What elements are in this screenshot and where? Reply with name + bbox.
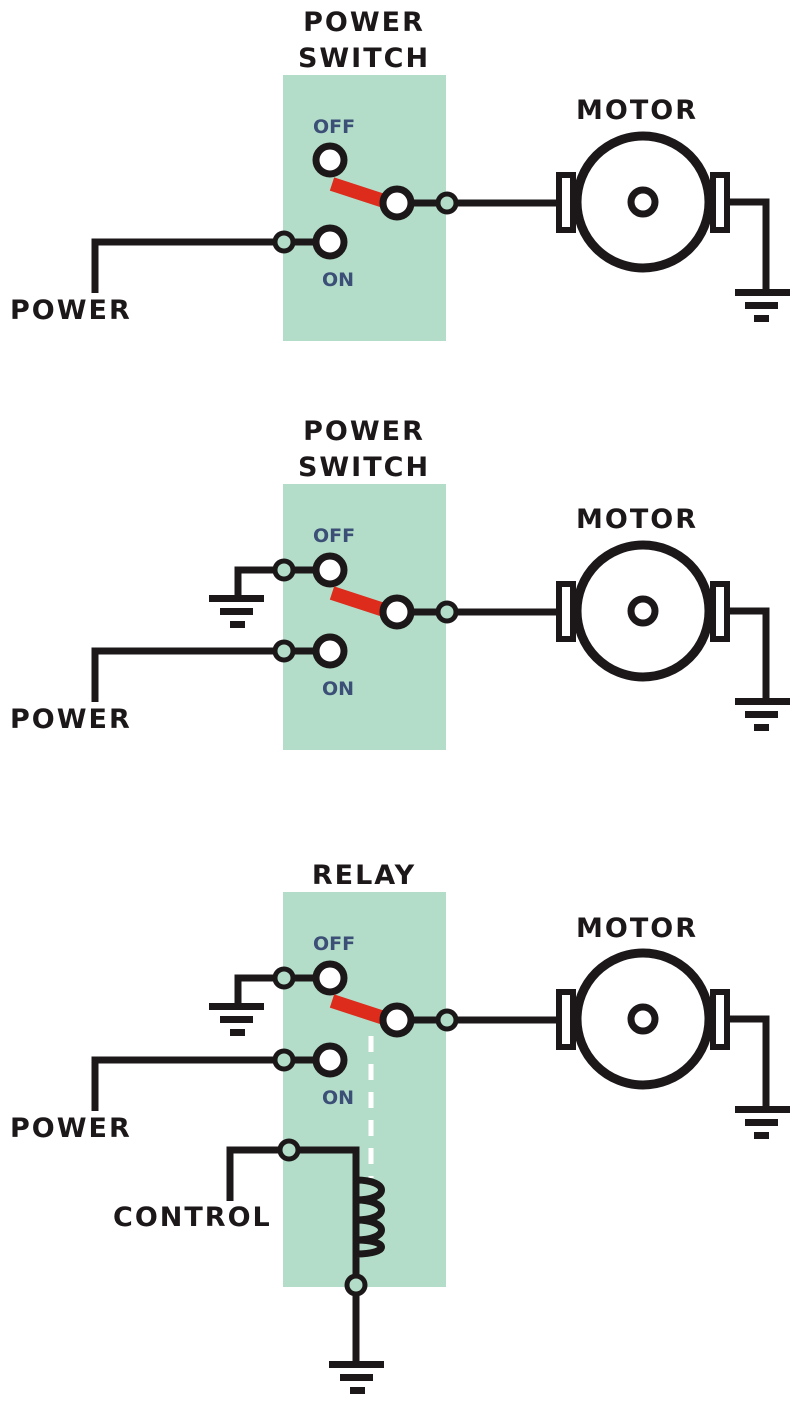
off-terminal [272,966,296,990]
control-label: CONTROL [113,1202,272,1233]
switch-box [283,75,446,341]
power-terminal [272,230,296,254]
on-contact [312,633,348,669]
relay-title: RELAY [312,860,416,891]
motor-brush-right [710,989,730,1050]
ground-icon [735,1106,790,1139]
relay-coil [352,1176,385,1262]
motor-shaft [627,186,659,218]
relay-box [283,892,446,1287]
switch-box [283,484,446,750]
control-wire [226,1146,281,1201]
control-terminal [277,1138,301,1162]
switch-title-line-1: POWER [303,416,425,447]
power-wire [91,238,283,293]
coil-top-lead [298,1146,360,1180]
switch-title-line-2: SWITCH [298,43,430,74]
power-terminal [272,1048,296,1072]
motor [556,540,730,682]
motor-brush-left [556,581,576,642]
motor-brush-left [556,172,576,233]
motor-label: MOTOR [576,95,698,126]
on-label: ON [322,678,354,700]
output-terminal [435,1008,459,1032]
motor-label: MOTOR [576,913,698,944]
power-label: POWER [10,704,132,735]
motor-ground-wire [727,198,770,290]
relay-armature [329,994,387,1025]
ground-icon [209,595,264,628]
on-label: ON [322,1087,354,1109]
power-wire [91,1056,283,1111]
power-wire [91,647,283,702]
motor-shaft [627,595,659,627]
off-label: OFF [313,116,355,138]
off-ground-wire [234,974,275,1005]
motor-brush-right [710,172,730,233]
off-terminal [272,558,296,582]
off-label: OFF [313,525,355,547]
common-contact [379,1002,415,1038]
diagram-power-switch-basic: POWER SWITCH OFF ON POWER MOTOR [10,7,790,341]
off-label: OFF [313,933,355,955]
power-label: POWER [10,1113,132,1144]
on-contact [312,1042,348,1078]
off-ground-wire [234,566,275,597]
motor [556,948,730,1090]
coil-ground-terminal [344,1273,368,1297]
motor-brush-left [556,989,576,1050]
switch-lever [329,586,387,617]
on-contact [312,224,348,260]
diagram-power-switch-grounded: POWER SWITCH OFF ON POWER [10,416,790,750]
output-terminal [435,191,459,215]
off-contact [312,142,348,178]
ground-icon [209,1003,264,1036]
motor-ground-wire [727,1015,770,1107]
common-contact [379,594,415,630]
motor-ground-wire [727,607,770,699]
switch-title-line-2: SWITCH [298,452,430,483]
switch-lever [329,177,387,208]
off-contact [312,960,348,996]
motor-shaft [627,1003,659,1035]
common-contact [379,185,415,221]
ground-icon [329,1361,384,1394]
on-label: ON [322,269,354,291]
ground-icon [735,289,790,322]
output-terminal [435,600,459,624]
diagram-relay: RELAY [10,860,790,1394]
motor [556,131,730,273]
power-terminal [272,639,296,663]
switch-title-line-1: POWER [303,7,425,38]
motor-label: MOTOR [576,504,698,535]
off-contact [312,552,348,588]
ground-icon [735,698,790,731]
motor-brush-right [710,581,730,642]
power-label: POWER [10,295,132,326]
